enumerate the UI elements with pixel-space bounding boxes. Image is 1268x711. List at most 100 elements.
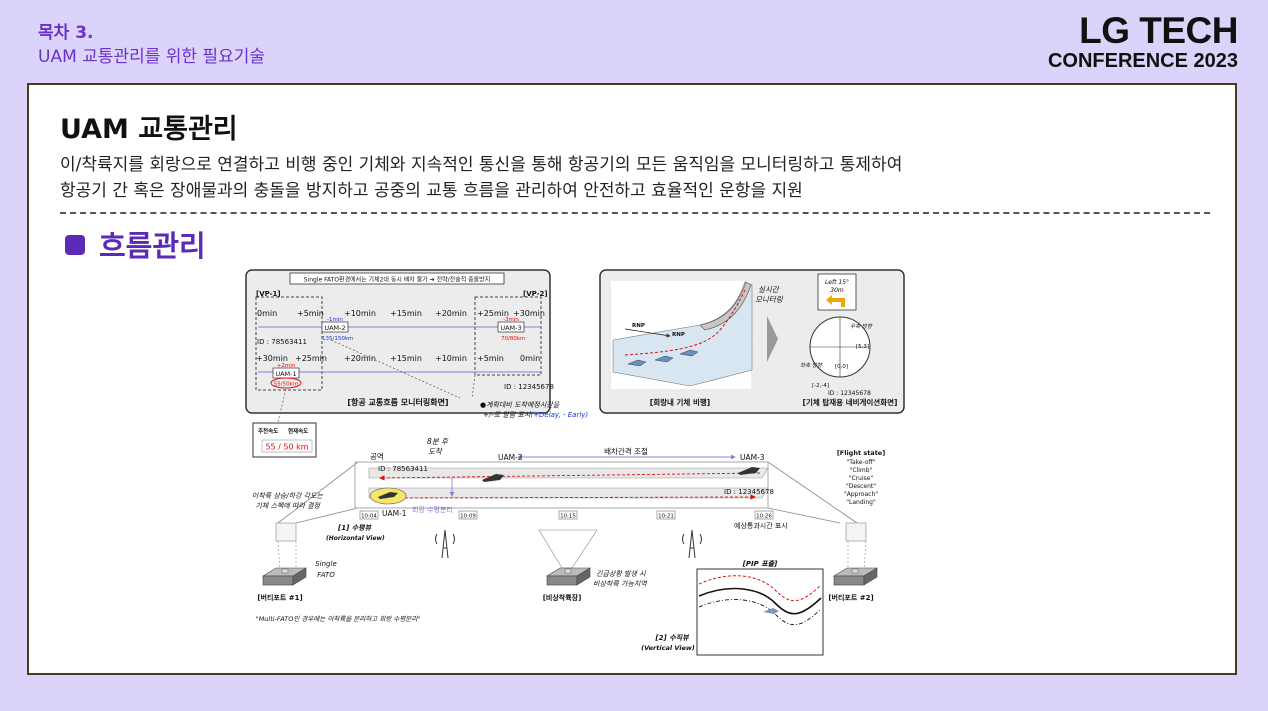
view-uam3: UAM-3 — [740, 453, 765, 462]
vview-1: [2] 수직뷰 — [654, 634, 689, 642]
view-id-right: ID : 12345678 — [724, 488, 774, 496]
rnp-label-1: RNP — [632, 323, 645, 329]
note-line1: ●계획대비 도착예정시간을 — [480, 401, 560, 409]
mon-row2-ticks: +30min +25min +20min +15min +10min +5min… — [256, 354, 540, 363]
fs-title: [Flight state] — [837, 449, 885, 457]
fs-item: "Climb" — [850, 467, 873, 474]
mon-uam2-delta: -1min — [327, 317, 343, 323]
tick: +25min — [295, 354, 327, 363]
fs-item: "Descent" — [846, 483, 876, 490]
vview-2: (Vertical View) — [641, 644, 695, 652]
note-line2: +/-로 말람 표시 — [483, 411, 531, 419]
mon-uam1-speed: 55/50km — [274, 382, 298, 388]
coord-2: [-2,-4] — [812, 383, 829, 389]
climb-1: 이착륙 상승/하강 각도는 — [252, 492, 324, 500]
mon-vp1: [VP-1] — [256, 290, 281, 298]
rnp-label-2: RNP — [672, 332, 685, 338]
right-dir: 우측 방향 — [850, 323, 873, 330]
pip-label: [PIP 표출] — [742, 560, 778, 568]
mon-uam2-speed: 135/150km — [322, 336, 353, 342]
coord-1: [5,3] — [856, 344, 869, 350]
section-subtitle: UAM 교통관리를 위한 필요기술 — [38, 47, 265, 67]
eta-label: 예상통과시간 표시 — [734, 521, 788, 530]
spacing-label: 배차간격 조절 — [604, 446, 648, 456]
tick: +25min — [477, 309, 509, 318]
content-panel: UAM 교통관리 이/착륙지를 회랑으로 연결하고 비행 중인 기체와 지속적인… — [27, 83, 1237, 675]
fs-item: "Landing" — [846, 499, 876, 506]
mon-uam3-delta: -3min — [503, 317, 519, 323]
time-1: 10:09 — [460, 514, 476, 520]
tick: +20min — [344, 354, 376, 363]
section-kicker: 목차 3. — [38, 23, 94, 43]
aircraft-uam3-icon — [738, 467, 760, 475]
vertiport-1-icon — [261, 567, 308, 586]
mon-uam3: UAM-3 — [500, 324, 521, 332]
radio-tower-icon — [682, 529, 702, 559]
coord-0: [0,0] — [835, 364, 848, 370]
logo-line1: LG TECH — [1079, 10, 1238, 51]
tick: +10min — [435, 354, 467, 363]
mon-id-right: ID : 12345678 — [504, 383, 554, 391]
tick: +30min — [513, 309, 545, 318]
dashed-divider — [60, 212, 1210, 214]
emergency-landing-icon — [545, 567, 592, 586]
corridor-flight-screen: RNP RNP 실시간 모니터링 Left 15° 30m 우측 방향 좌측 방… — [599, 269, 905, 414]
climb-2: 기체 스펙에 따라 결정 — [255, 502, 321, 510]
tick: +10min — [344, 309, 376, 318]
mon-caption: [항공 교통흐름 모니터링화면] — [347, 397, 448, 407]
mon-uam3-speed: 70/80km — [501, 336, 525, 342]
airspace-label: 공역 — [370, 451, 384, 461]
radio-tower-icon — [435, 529, 455, 559]
view-uam2: UAM-2 — [498, 453, 523, 462]
logo-line2: CONFERENCE 2023 — [1047, 50, 1238, 72]
tick: +30min — [256, 354, 288, 363]
tick: +15min — [390, 309, 422, 318]
note-line2-wrapper: +/-로 말람 표시(+Delay, - Early) — [483, 411, 588, 419]
desc-line-1: 이/착륙지를 회랑으로 연결하고 비행 중인 기체와 지속적인 통신을 통해 항… — [60, 155, 903, 175]
desc-line-2: 항공기 간 혹은 장애물과의 충돌을 방지하고 공중의 교통 흐름을 관리하여 … — [60, 181, 803, 201]
emg-desc-1: 긴급상황 발생 시 — [596, 570, 646, 578]
single-2: FATO — [317, 571, 335, 579]
section-heading-text: 흐름관리 — [99, 229, 206, 263]
hview-2: (Horizontal View) — [326, 535, 385, 542]
vp1-label: [버티포트 #1] — [257, 593, 302, 602]
single-1: Single — [315, 560, 337, 568]
mon-uam2: UAM-2 — [324, 324, 345, 332]
conference-logo: LG TECH CONFERENCE 2023 — [1047, 10, 1239, 72]
horizontal-view: 8분 후 도착 공역 배차간격 조절 UAM-2 UAM-3 ID : 7856… — [252, 437, 879, 623]
emg-label: [비상착륙장] — [543, 593, 582, 602]
time-markers: 10:04 10:09 10:15 10:21 10:26 — [359, 510, 774, 520]
multi-fato-note: "Multi-FATO인 경우에는 이착륙을 분리하고 회랑 수평분리" — [256, 615, 421, 623]
tick: +15min — [390, 354, 422, 363]
view-uam1: UAM-1 — [382, 509, 407, 518]
mon-uam1-delta: +2min — [277, 363, 296, 369]
slide-description: 이/착륙지를 회랑으로 연결하고 비행 중인 기체와 지속적인 통신을 통해 항… — [60, 152, 902, 204]
emg-desc-2: 비상착륙 가능지역 — [593, 580, 648, 588]
nav-caption: [기체 탑재용 네비게이션화면] — [803, 397, 898, 407]
square-bullet-icon — [65, 235, 85, 255]
vp2-label: [버티포트 #2] — [828, 593, 873, 602]
aircraft-uam1-icon — [378, 492, 398, 499]
time-4: 10:26 — [756, 514, 772, 520]
section-heading: 흐름관리 — [65, 223, 206, 265]
fs-item: "Approach" — [844, 491, 878, 498]
vertiport-2-icon — [832, 567, 879, 586]
time-0: 10:04 — [361, 514, 377, 520]
tick: +5min — [477, 354, 504, 363]
mon-id-left: ID : 78563411 — [257, 338, 307, 346]
fs-item: "Take-off" — [847, 459, 876, 466]
aircraft-uam2-icon — [482, 474, 504, 482]
tick: +5min — [297, 309, 324, 318]
time-3: 10:21 — [658, 514, 674, 520]
left-turn-1: Left 15° — [825, 279, 849, 286]
slide-title: UAM 교통관리 — [60, 114, 238, 145]
arrive-label: 도착 — [428, 447, 443, 456]
delay-note: ●계획대비 도착예정시간을 +/-로 말람 표시(+Delay, - Early… — [480, 401, 588, 419]
speed-values: 55 / 50 km — [265, 443, 308, 452]
mon-vp2: [VP-2] — [523, 290, 548, 298]
live-label: 실시간 — [758, 285, 780, 294]
fs-item: "Cruise" — [849, 475, 874, 482]
mon-row1-ticks: 0min +5min +10min +15min +20min +25min +… — [257, 309, 545, 318]
flight-state-list: [Flight state] "Take-off" "Climb" "Cruis… — [837, 449, 885, 506]
